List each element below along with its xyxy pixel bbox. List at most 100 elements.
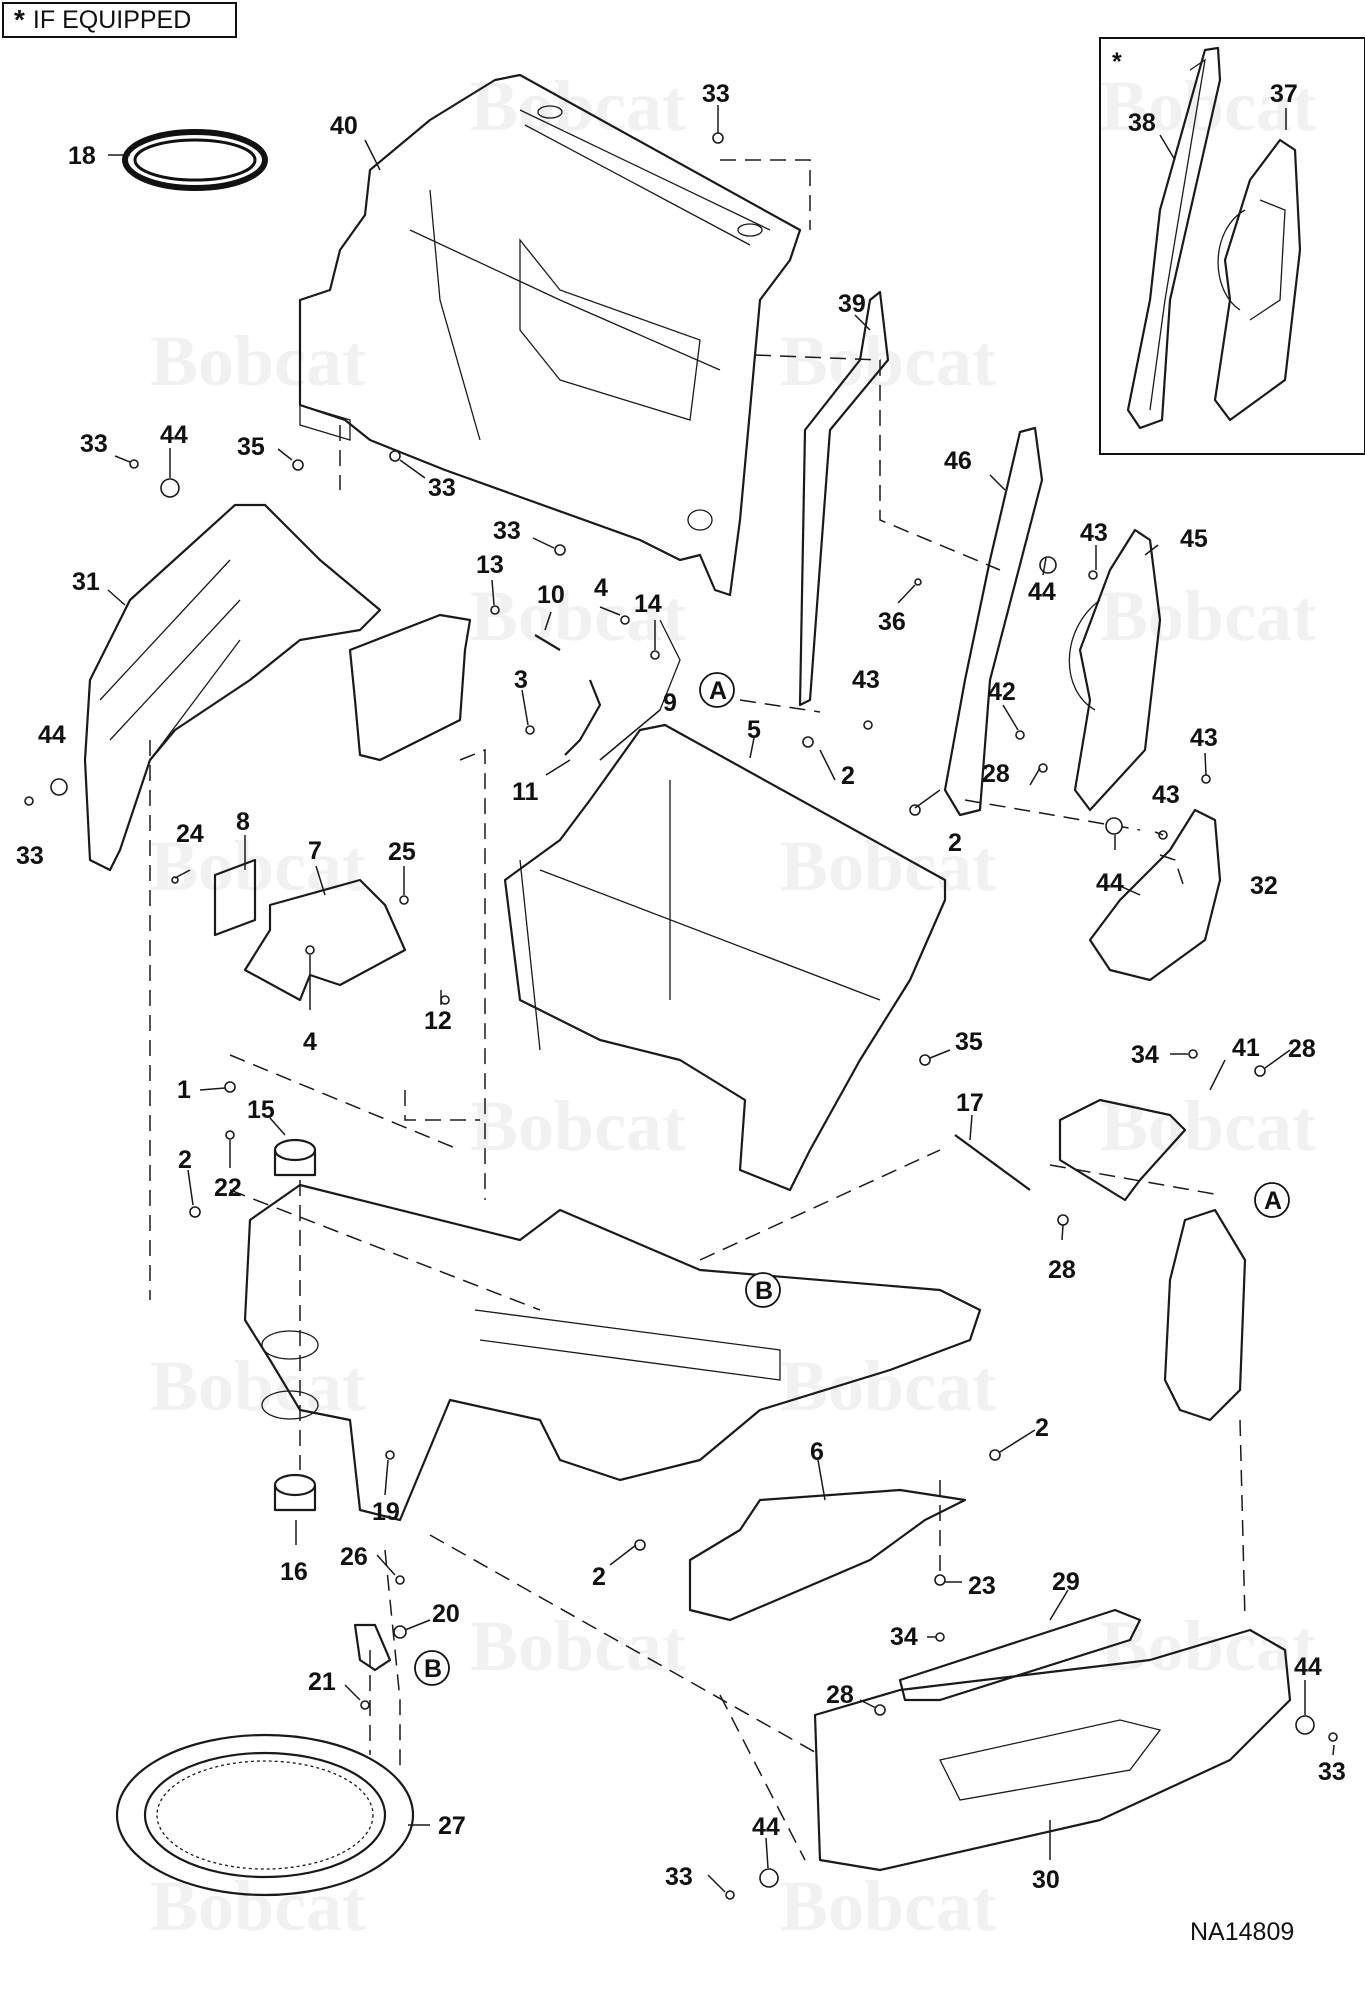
leader-line (999, 1429, 1036, 1453)
part-32-right-cover (1088, 808, 1222, 982)
leader-line (1029, 767, 1041, 786)
leader-line (277, 448, 293, 461)
callout-28: 28 (982, 760, 1010, 788)
rear-panel-hole (737, 223, 763, 237)
washer-44 (1105, 817, 1123, 835)
plate-20 (353, 1623, 392, 1672)
leader-line (1209, 1059, 1226, 1091)
part-5-upper-frame (503, 723, 947, 1192)
washer-44 (759, 1868, 779, 1888)
assembly-line (229, 1189, 541, 1311)
callout-33: 33 (16, 842, 44, 870)
leader-line (545, 759, 571, 776)
leader-line (521, 689, 529, 726)
bracket-7 (243, 878, 407, 1002)
ring-gear (143, 1751, 387, 1879)
callout-44: 44 (1294, 1653, 1322, 1681)
leader-line (1159, 134, 1176, 161)
inset-frame (1099, 37, 1365, 455)
callout-41: 41 (1232, 1034, 1260, 1062)
part-6-plate (688, 1488, 967, 1622)
legend-star-symbol: * (14, 4, 25, 35)
leader-line (765, 1837, 769, 1869)
legend-text: IF EQUIPPED (32, 5, 192, 34)
callout-13: 13 (476, 551, 504, 579)
leader-line (969, 1114, 973, 1141)
nut-2 (189, 1206, 201, 1218)
rear-panel-outline (298, 73, 802, 597)
bolt-12 (440, 995, 450, 1005)
callout-25: 25 (388, 838, 416, 866)
watermark-text: Bobcat (1100, 576, 1316, 656)
leader-line (1332, 1744, 1335, 1756)
leader-line (187, 1169, 194, 1206)
callout-36: 36 (878, 608, 906, 636)
callout-24: 24 (176, 820, 204, 848)
reference-circle-a (1254, 1182, 1290, 1218)
callout-28: 28 (1288, 1035, 1316, 1063)
nut-28 (1038, 763, 1048, 773)
bracket-29 (898, 1608, 1142, 1702)
rear-panel-foam (299, 404, 351, 441)
side-panel-outline (1073, 528, 1162, 812)
assembly-line (739, 699, 821, 713)
nut-2 (802, 736, 814, 748)
reference-circle-b (414, 1650, 450, 1686)
leader-line (749, 737, 755, 759)
callout-19: 19 (372, 1498, 400, 1526)
callout-42: 42 (988, 678, 1016, 706)
part-11-switch (564, 679, 602, 756)
nut-28 (1057, 1214, 1069, 1226)
inset-panel-38 (1126, 46, 1222, 430)
leader-line (859, 1699, 877, 1709)
leader-line (107, 589, 126, 606)
leader-line (315, 865, 326, 896)
part-17-rod (954, 1134, 1031, 1191)
clip-14 (650, 650, 660, 660)
screw-36 (914, 578, 922, 586)
side-strip-outline (943, 426, 1044, 817)
assembly-line (719, 1694, 806, 1861)
reference-label-a: A (1264, 1187, 1282, 1215)
callout-8: 8 (236, 808, 250, 836)
part-46-side-strip (943, 426, 1044, 817)
part-15-bushing (273, 1138, 317, 1177)
watermark-text: Bobcat (780, 1346, 996, 1426)
callout-37: 37 (1270, 80, 1298, 108)
leader-line (1049, 1589, 1069, 1621)
swing-boss (261, 1330, 319, 1360)
leader-line (1002, 704, 1019, 731)
watermark-text: Bobcat (470, 576, 686, 656)
reference-circle-a (699, 672, 735, 708)
bolt-33 (554, 544, 566, 556)
swing-boss (261, 1390, 319, 1420)
bushing-body (273, 1485, 317, 1512)
part-41-bracket (1058, 1098, 1187, 1202)
callout-35: 35 (955, 1028, 983, 1056)
callout-33: 33 (493, 517, 521, 545)
ring-outer (115, 1733, 415, 1897)
callout-2: 2 (1035, 1414, 1049, 1442)
leader-line (114, 455, 131, 463)
leader-line (1204, 752, 1207, 776)
callout-22: 22 (214, 1174, 242, 1202)
bolt-43 (863, 720, 873, 730)
callout-15: 15 (247, 1096, 275, 1124)
bolt-34 (935, 1632, 945, 1642)
leader-line (1042, 557, 1047, 576)
leader-line (819, 749, 836, 781)
watermark-text: Bobcat (150, 1346, 366, 1426)
reference-label-b: B (755, 1277, 773, 1305)
callout-23: 23 (968, 1572, 996, 1600)
leader-line (404, 1619, 431, 1631)
callout-10: 10 (537, 581, 565, 609)
leader-line (1144, 544, 1159, 556)
callout-12: 12 (424, 1007, 452, 1035)
callout-33: 33 (428, 474, 456, 502)
inset-panel-37 (1213, 138, 1302, 422)
callout-7: 7 (308, 837, 322, 865)
part-40-rear-panel (298, 73, 802, 597)
plate-outline (688, 1488, 967, 1622)
callout-39: 39 (838, 290, 866, 318)
